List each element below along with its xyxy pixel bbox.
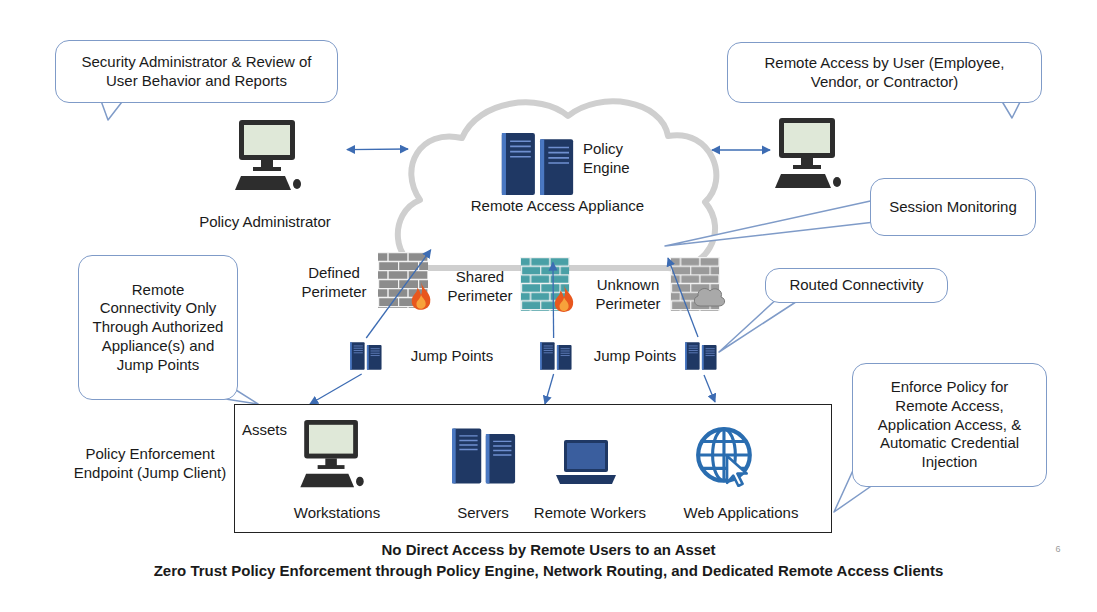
asset-item: Servers (439, 419, 529, 527)
node-label: Unknown Perimeter (588, 276, 668, 314)
node-label: Jump Points (406, 347, 498, 366)
callout-bubble: Enforce Policy for Remote Access, Applic… (852, 363, 1047, 487)
route-arrow (668, 258, 698, 337)
callout-bubble: Remote Access by User (Employee, Vendor,… (727, 42, 1042, 103)
node-label: Remote Connectivity Only Through Authori… (89, 281, 227, 375)
node-label: Policy Engine (583, 140, 641, 178)
firewall-perimeter: Shared Perimeter (445, 252, 577, 312)
node-label: Web Applications (665, 504, 817, 523)
jump-point-icon (685, 342, 717, 369)
node-label: Defined Perimeter (295, 264, 373, 302)
connector-arrow (347, 148, 408, 150)
computer-icon (775, 118, 841, 188)
server-icon (452, 429, 515, 484)
node-label: Workstations (281, 504, 393, 523)
node-label: Remote Access Appliance (440, 197, 675, 216)
node-label: Security Administrator & Review of User … (66, 53, 327, 91)
computer-icon (300, 420, 363, 487)
node-label: Jump Points (592, 347, 678, 366)
callout-bubble: Remote Connectivity Only Through Authori… (78, 255, 238, 400)
caption-line: No Direct Access by Remote Users to an A… (0, 541, 1097, 560)
node-label: Servers (439, 504, 527, 523)
node-label: Remote Workers (529, 504, 651, 523)
node-label: Routed Connectivity (789, 276, 923, 295)
callout-bubble: Session Monitoring (870, 178, 1036, 236)
flame-icon (555, 285, 573, 312)
box-heading: Assets (242, 421, 302, 440)
jump-points: Jump Points (538, 338, 680, 374)
node-label: Session Monitoring (889, 198, 1017, 217)
cloud-appliance: Policy EngineRemote Access Appliance (395, 95, 720, 275)
server-icon (502, 133, 573, 195)
connector-arrow (552, 262, 554, 338)
jump-point-icon (350, 342, 382, 369)
globe-icon (698, 429, 750, 486)
jump-points: Jump Points (348, 338, 500, 374)
side-note: Policy Enforcement Endpoint (Jump Client… (70, 445, 230, 483)
asset-item: Web Applications (665, 419, 819, 527)
assets-box: AssetsWorkstations ServersRemote Workers W… (234, 404, 832, 533)
asset-item: Remote Workers (529, 419, 653, 527)
node-label: Enforce Policy for Remote Access, Applic… (863, 378, 1036, 472)
route-arrow (704, 375, 715, 402)
node-label: Remote Access by User (Employee, Vendor,… (738, 54, 1031, 92)
connector-arrow (310, 374, 362, 404)
node-label: Shared Perimeter (443, 268, 517, 306)
firewall-perimeter: Unknown Perimeter (590, 252, 727, 317)
computer-icon (235, 120, 301, 190)
node-label: Policy Administrator (185, 213, 345, 232)
callout-bubble: Security Administrator & Review of User … (55, 40, 338, 103)
cloud-shape (398, 101, 717, 268)
asset-item: Workstations (281, 419, 395, 527)
connector-arrow (366, 250, 431, 338)
access-arrow (712, 149, 770, 150)
admin-station: Policy Administrator (185, 118, 347, 235)
flame-icon (412, 282, 431, 310)
firewall-perimeter: Defined Perimeter (295, 248, 432, 312)
jump-point-icon (540, 342, 572, 369)
laptop-icon (556, 440, 616, 484)
caption-line: Zero Trust Policy Enforcement through Po… (0, 562, 1097, 581)
smoke-icon (694, 289, 724, 306)
callout-bubble: Routed Connectivity (765, 268, 948, 303)
connector-arrow (545, 374, 554, 404)
page-number: 6 (1048, 544, 1068, 555)
